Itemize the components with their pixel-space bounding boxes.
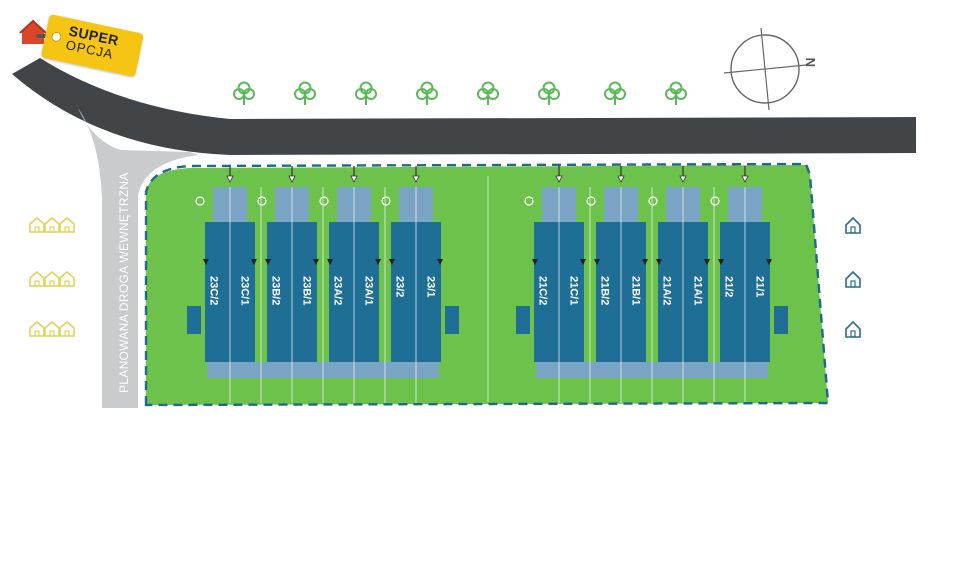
building-block-west: 23C/2 23C/1 23B/2 23B/1 23A/2 23A/1 23/2 23/1	[187, 166, 459, 403]
entrance-triangle-icon	[741, 175, 749, 183]
tree-icon	[233, 81, 255, 105]
shrub-icon	[524, 196, 534, 206]
shrub-icon	[381, 196, 391, 206]
unit-label: 21B/1	[630, 276, 642, 305]
tree-icon	[604, 81, 626, 105]
townhouse-icon	[29, 270, 75, 287]
entrance-triangle-icon	[251, 259, 257, 265]
shrub-icon	[319, 196, 329, 206]
unit-label: 21B/2	[599, 276, 611, 305]
townhouse-icons	[29, 216, 75, 337]
tree-icon	[477, 81, 499, 105]
townhouse-icon	[29, 216, 75, 233]
shrub-icon	[257, 196, 267, 206]
internal-road	[78, 108, 198, 408]
tree-icon	[538, 81, 560, 105]
townhouse-icon	[29, 320, 75, 337]
lot-boundary	[144, 162, 830, 407]
house-icon	[845, 270, 861, 288]
house-icon	[845, 320, 861, 338]
shrub-icon	[648, 196, 658, 206]
unit-label: 21/2	[723, 276, 735, 297]
compass-icon: N	[723, 27, 818, 111]
entrance-triangle-icon	[412, 175, 420, 183]
unit-label: 21A/2	[661, 276, 673, 305]
shrub-icon	[586, 196, 596, 206]
entrance-triangle-icon	[437, 259, 443, 265]
unit-label: 21/1	[754, 276, 766, 297]
house-icons	[845, 216, 861, 338]
tree-icon	[416, 81, 438, 105]
entrance-triangle-icon	[265, 259, 271, 265]
unit-label: 21C/1	[568, 276, 580, 305]
internal-road-label: PLANOWANA DROGA WEWNĘTRZNA	[117, 172, 131, 393]
entrance-triangle-icon	[203, 259, 209, 265]
unit-label: 21C/2	[537, 276, 549, 305]
entrance-triangle-icon	[555, 175, 563, 183]
entrance-triangle-icon	[313, 259, 319, 265]
entrance-triangle-icon	[288, 175, 296, 183]
entrance-triangle-icon	[594, 259, 600, 265]
unit-label: 23A/1	[363, 276, 375, 305]
building-block-east: 21C/2 21C/1 21B/2 21B/1 21A/2 21A/1 21/2 21/1	[516, 166, 788, 403]
shrub-icon	[195, 196, 205, 206]
entrance-triangle-icon	[350, 175, 358, 183]
unit-label: 23/1	[425, 276, 437, 297]
entrance-triangle-icon	[389, 259, 395, 265]
building-wing	[445, 306, 459, 334]
unit-label: 23C/1	[239, 276, 251, 305]
entrance-triangle-icon	[226, 175, 234, 183]
unit-label: 21A/1	[692, 276, 704, 305]
unit-label: 23/2	[394, 276, 406, 297]
entrance-triangle-icon	[617, 175, 625, 183]
entrance-triangle-icon	[766, 259, 772, 265]
unit-label: 23A/2	[332, 276, 344, 305]
entrance-triangle-icon	[656, 259, 662, 265]
house-icon	[845, 216, 861, 234]
entrance-triangle-icon	[375, 259, 381, 265]
entrance-triangle-icon	[704, 259, 710, 265]
tree-row	[233, 81, 687, 105]
compass-north-letter: N	[803, 58, 818, 67]
main-road	[12, 58, 916, 155]
entrance-triangle-icon	[718, 259, 724, 265]
entrance-triangle-icon	[580, 259, 586, 265]
tree-icon	[665, 81, 687, 105]
tree-icon	[294, 81, 316, 105]
entrance-triangle-icon	[679, 175, 687, 183]
unit-label: 23C/2	[208, 276, 220, 305]
entrance-triangle-icon	[642, 259, 648, 265]
unit-label: 23B/1	[301, 276, 313, 305]
entrance-triangle-icon	[327, 259, 333, 265]
building-wing	[187, 306, 201, 334]
tree-icon	[355, 81, 377, 105]
shrub-icon	[710, 196, 720, 206]
building-wing	[774, 306, 788, 334]
unit-label: 23B/2	[270, 276, 282, 305]
building-wing	[516, 306, 530, 334]
entrance-triangle-icon	[532, 259, 538, 265]
